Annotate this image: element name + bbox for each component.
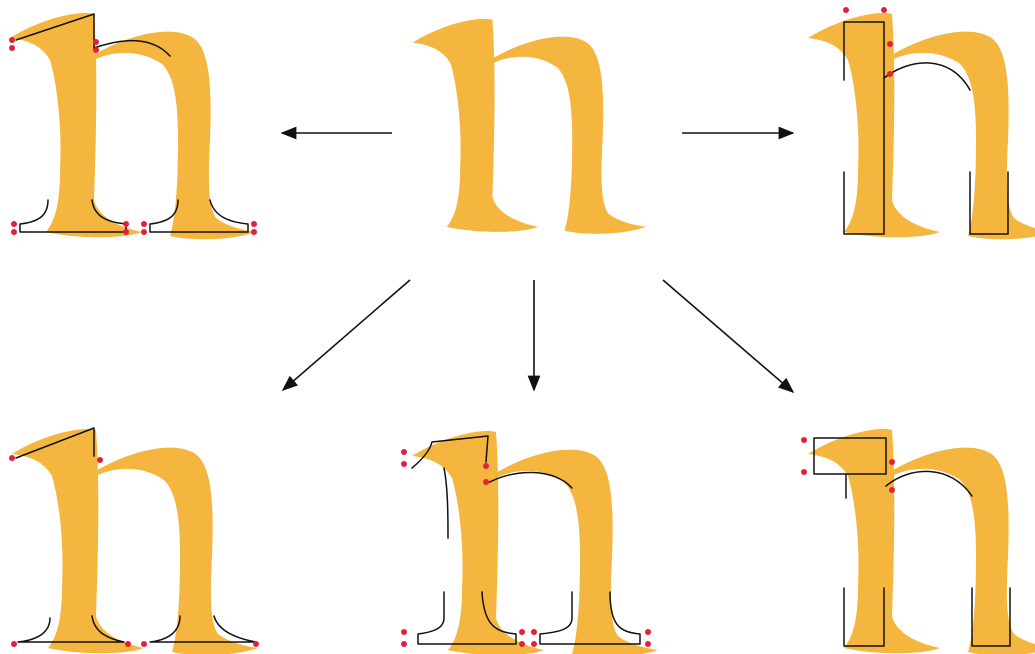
point-marker xyxy=(9,455,15,461)
variant-bottom-right xyxy=(801,429,1035,654)
point-marker xyxy=(11,229,17,235)
point-marker xyxy=(401,641,407,647)
point-marker xyxy=(97,457,103,463)
point-marker xyxy=(483,463,489,469)
point-marker xyxy=(123,229,129,235)
point-marker xyxy=(125,641,131,647)
point-marker xyxy=(843,7,849,13)
point-marker xyxy=(531,629,537,635)
point-marker xyxy=(519,641,525,647)
variant-top-right xyxy=(808,7,1035,240)
point-marker xyxy=(9,45,15,51)
outline-stem-serif xyxy=(411,435,517,645)
point-marker xyxy=(11,641,17,647)
point-marker xyxy=(645,641,651,647)
center-glyph-n xyxy=(412,18,647,234)
outline-stem-serif xyxy=(15,13,127,233)
point-marker xyxy=(253,641,259,647)
point-marker xyxy=(11,221,17,227)
point-marker xyxy=(401,449,407,455)
outline-arch-serif xyxy=(485,471,641,645)
point-marker xyxy=(141,641,147,647)
outline-stem-box xyxy=(813,437,1011,647)
point-marker xyxy=(483,479,489,485)
point-marker xyxy=(401,629,407,635)
variant-bottom-center xyxy=(401,431,658,654)
arrow-to-bottom-left xyxy=(281,279,411,392)
point-marker xyxy=(887,71,893,77)
point-marker xyxy=(93,47,99,53)
point-marker xyxy=(123,221,129,227)
point-marker xyxy=(519,629,525,635)
point-marker xyxy=(531,641,537,647)
point-marker xyxy=(801,469,807,475)
point-marker xyxy=(889,459,895,465)
outline-stem-serif xyxy=(15,427,125,643)
point-marker xyxy=(141,229,147,235)
variant-bottom-left xyxy=(9,427,259,654)
point-marker xyxy=(881,7,887,13)
point-marker xyxy=(887,41,893,47)
point-marker xyxy=(141,221,147,227)
point-marker xyxy=(9,37,15,43)
point-marker xyxy=(801,437,807,443)
point-marker xyxy=(251,221,257,227)
outline-stem-box xyxy=(843,21,1009,235)
point-marker xyxy=(889,487,895,493)
variant-top-left xyxy=(9,13,257,240)
outline-arch-serif xyxy=(93,39,249,233)
arrow-to-bottom-right xyxy=(662,279,795,394)
point-marker xyxy=(251,229,257,235)
point-marker xyxy=(93,39,99,45)
point-marker xyxy=(401,461,407,467)
point-marker xyxy=(645,629,651,635)
outline-arch-serif xyxy=(149,615,257,643)
